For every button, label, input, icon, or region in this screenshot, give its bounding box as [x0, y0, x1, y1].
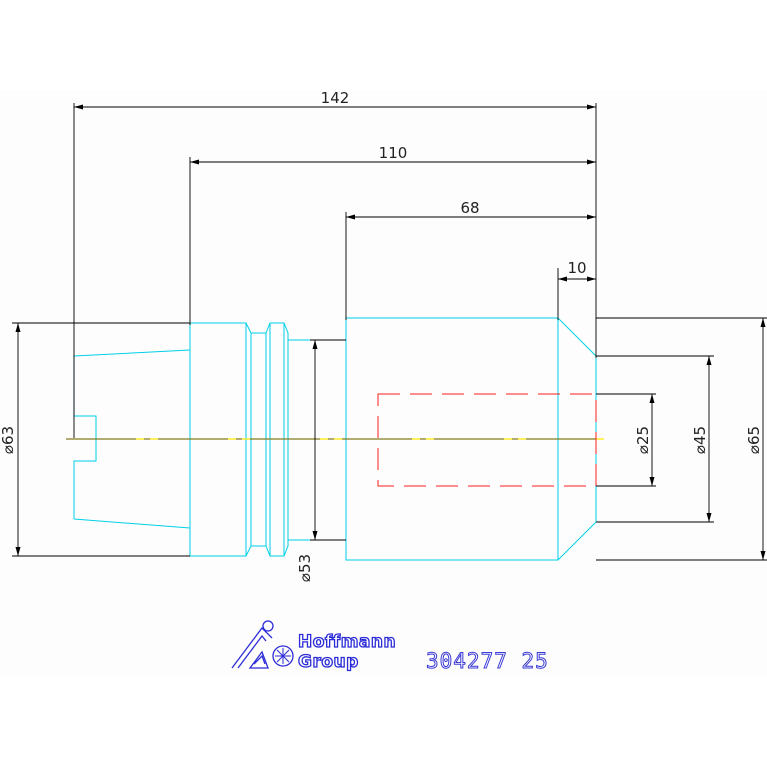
- neck: [288, 339, 346, 541]
- dim-dia-face: ⌀45: [691, 426, 709, 454]
- dim-dia-shank: ⌀65: [745, 426, 763, 454]
- part-number: 304277 25: [426, 649, 549, 673]
- dimension-lines: [12, 103, 767, 561]
- logo-text-line2: Group: [298, 652, 359, 672]
- dim-dia-bore: ⌀25: [634, 426, 652, 454]
- dim-length-shank: 68: [460, 199, 479, 217]
- dim-length-body: 110: [379, 144, 408, 162]
- dim-length-chamfer: 10: [567, 259, 586, 277]
- hoffmann-group-logo-icon: [231, 620, 294, 669]
- drawing-sheet: [0, 90, 767, 675]
- dim-length-total: 142: [321, 89, 350, 107]
- logo-text-line1: Hoffmann: [298, 632, 396, 652]
- hidden-bore: [377, 393, 597, 487]
- dimension-arrows: [15, 104, 766, 560]
- dim-dia-neck: ⌀53: [296, 554, 314, 582]
- dim-dia-flange: ⌀63: [0, 426, 17, 454]
